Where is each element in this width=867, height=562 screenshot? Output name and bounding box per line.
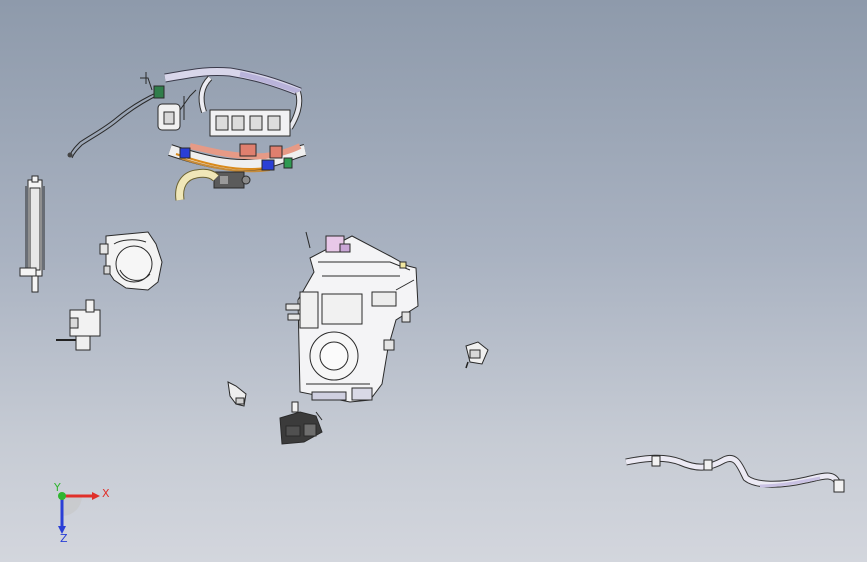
triad-quadrant [62,496,82,516]
orientation-triad: X Y Z [53,481,110,545]
actuator-motor[interactable] [279,401,323,445]
x-axis-label: X [102,487,110,500]
z-axis-label: Z [60,532,68,545]
y-axis-dot [58,492,66,500]
hvac-main-unit[interactable] [285,231,419,403]
connector-end [67,152,73,158]
y-axis-label: Y [53,481,61,494]
hose-assembly[interactable] [625,454,845,493]
blower-housing[interactable] [99,231,163,291]
small-clip[interactable] [227,381,247,407]
wiring-harness-assembly[interactable] [67,66,307,201]
mounting-bracket[interactable] [56,299,101,351]
z-axis-arrowhead [58,526,66,534]
radiator-panel[interactable] [19,175,45,293]
relay-module[interactable] [465,341,489,369]
x-axis-arrowhead [92,492,100,500]
